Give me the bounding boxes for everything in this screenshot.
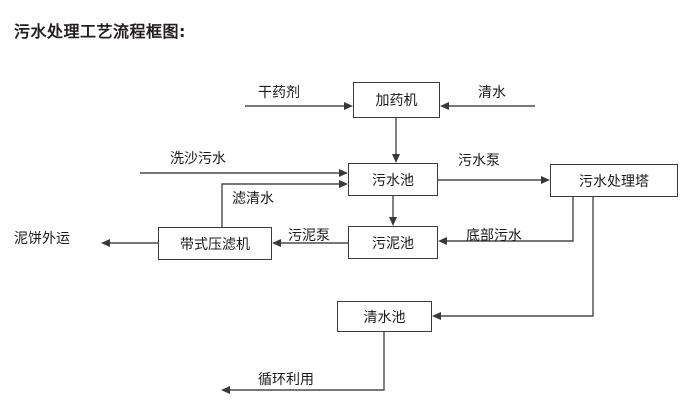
node-label: 污水池 bbox=[372, 172, 414, 189]
edge-bottom-sewage bbox=[444, 197, 574, 242]
node-sewage-pool[interactable]: 污水池 bbox=[348, 163, 438, 196]
edge-label-sewage-pump: 污水泵 bbox=[458, 153, 500, 169]
arrowhead-bottom-sewage bbox=[438, 237, 447, 245]
arrowhead-sewage-to-sludge bbox=[389, 217, 397, 226]
edge-label-clean-water: 清水 bbox=[478, 85, 506, 101]
node-sludge-pool[interactable]: 污泥池 bbox=[348, 226, 438, 259]
node-label: 清水池 bbox=[363, 309, 406, 326]
node-dosing-machine[interactable]: 加药机 bbox=[353, 82, 440, 118]
node-label: 加药机 bbox=[375, 93, 418, 109]
arrowhead-mud-cake bbox=[101, 239, 110, 247]
edge-tower-to-clear bbox=[438, 197, 594, 317]
page-title: 污水处理工艺流程框图: bbox=[14, 22, 186, 41]
arrowhead-clean-water bbox=[440, 102, 449, 110]
arrowhead-sand-wash bbox=[339, 169, 348, 177]
edge-label-sludge-pump: 污泥泵 bbox=[288, 228, 330, 244]
output-label-recycle-reuse: 循环利用 bbox=[258, 372, 314, 388]
edge-label-dry-reagent: 干药剂 bbox=[258, 85, 300, 101]
edge-recycle bbox=[228, 332, 385, 391]
node-clear-water-pool[interactable]: 清水池 bbox=[337, 301, 432, 332]
output-label-mud-cake-transport: 泥饼外运 bbox=[14, 231, 70, 247]
node-label: 污泥池 bbox=[372, 235, 414, 252]
arrowhead-tower-to-clear bbox=[432, 312, 441, 320]
node-belt-filter-press[interactable]: 带式压滤机 bbox=[158, 227, 272, 260]
edge-filtrate bbox=[221, 183, 342, 227]
node-label: 带式压滤机 bbox=[180, 236, 250, 253]
edge-label-sand-washing-sewage: 洗沙污水 bbox=[170, 151, 226, 167]
arrowhead-dosing-to-sewage bbox=[392, 154, 400, 163]
node-label: 污水处理塔 bbox=[579, 173, 649, 190]
edge-label-bottom-sewage: 底部污水 bbox=[466, 228, 522, 244]
node-treatment-tower[interactable]: 污水处理塔 bbox=[550, 164, 678, 197]
arrowhead-sludge-pump bbox=[272, 239, 281, 247]
arrowhead-dry-reagent bbox=[344, 102, 353, 110]
arrowhead-filtrate bbox=[339, 180, 348, 188]
edge-label-filtrate-water: 滤清水 bbox=[232, 191, 274, 207]
arrowhead-recycle bbox=[221, 386, 230, 394]
arrowhead-sewage-pump bbox=[541, 176, 550, 184]
